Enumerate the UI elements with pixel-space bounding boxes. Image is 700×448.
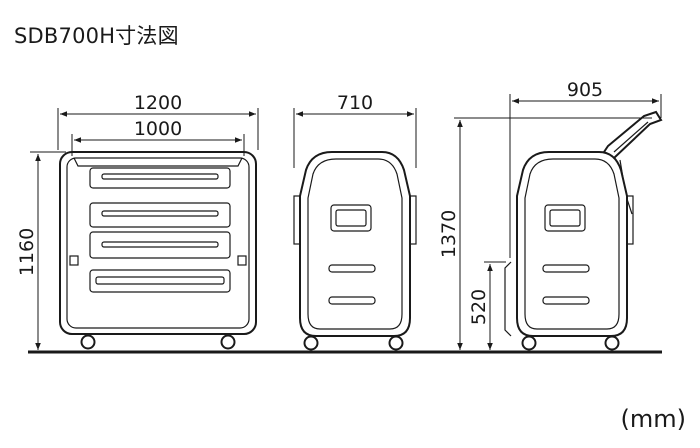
front-lid bbox=[73, 157, 243, 167]
handle-wheel-left bbox=[521, 335, 537, 351]
front-body bbox=[59, 151, 257, 335]
diagram-title: SDB700H寸法図 bbox=[14, 24, 179, 48]
dim-text-side-width: 710 bbox=[337, 92, 373, 114]
dim-side-width: 710 bbox=[293, 92, 417, 168]
handle-slot-2 bbox=[542, 296, 590, 305]
side-window-inner bbox=[335, 209, 367, 227]
dim-text-handle-height: 1370 bbox=[438, 210, 460, 258]
front-drawer bbox=[89, 269, 231, 293]
front-view bbox=[59, 151, 257, 350]
front-slot-2 bbox=[101, 210, 219, 217]
side-wheel-right bbox=[388, 335, 404, 351]
handle-body bbox=[516, 151, 628, 337]
side-body-inner bbox=[307, 158, 403, 330]
dim-text-handle-mount-height: 520 bbox=[468, 289, 490, 325]
front-shelf-1 bbox=[89, 167, 231, 189]
dim-handle-mount-height: 520 bbox=[468, 261, 506, 350]
front-body-inner bbox=[66, 157, 250, 329]
front-latch-right bbox=[237, 255, 247, 266]
side-handle-left bbox=[293, 195, 301, 245]
front-drawer-handle bbox=[95, 276, 225, 285]
handle-window bbox=[544, 204, 586, 232]
side-view bbox=[293, 151, 417, 351]
front-shelf-2 bbox=[89, 202, 231, 228]
handle-side-grip bbox=[626, 195, 634, 245]
dim-front-height: 1160 bbox=[16, 151, 66, 350]
dim-handle-height: 1370 bbox=[438, 117, 652, 350]
dim-text-front-height: 1160 bbox=[16, 228, 38, 276]
side-wheel-left bbox=[303, 335, 319, 351]
handle-rear-bracket bbox=[504, 261, 512, 337]
front-slot-3 bbox=[101, 241, 219, 248]
side-slot-1 bbox=[328, 264, 376, 273]
front-wheel-right bbox=[220, 334, 236, 350]
dim-text-handle-depth: 905 bbox=[567, 79, 603, 101]
side-slot-2 bbox=[328, 296, 376, 305]
handle-body-inner bbox=[524, 158, 620, 330]
handle-view bbox=[504, 110, 663, 351]
dim-text-front-width-outer: 1200 bbox=[134, 92, 182, 114]
handle-wheel-right bbox=[604, 335, 620, 351]
handle-window-inner bbox=[549, 209, 581, 227]
push-handle-inner bbox=[613, 121, 649, 153]
dim-handle-depth: 905 bbox=[509, 79, 662, 258]
dim-front-width-outer: 1200 bbox=[57, 92, 259, 150]
handle-slot-1 bbox=[542, 264, 590, 273]
dim-front-width-inner: 1000 bbox=[71, 118, 245, 156]
side-handle-right bbox=[409, 195, 417, 245]
side-window bbox=[330, 204, 372, 232]
front-shelf-3 bbox=[89, 231, 231, 259]
front-wheel-left bbox=[80, 334, 96, 350]
front-slot-1 bbox=[101, 173, 219, 180]
side-body bbox=[299, 151, 411, 337]
unit-label: (mm) bbox=[620, 405, 686, 433]
front-latch-left bbox=[69, 255, 79, 266]
dim-text-front-width-inner: 1000 bbox=[134, 118, 182, 140]
